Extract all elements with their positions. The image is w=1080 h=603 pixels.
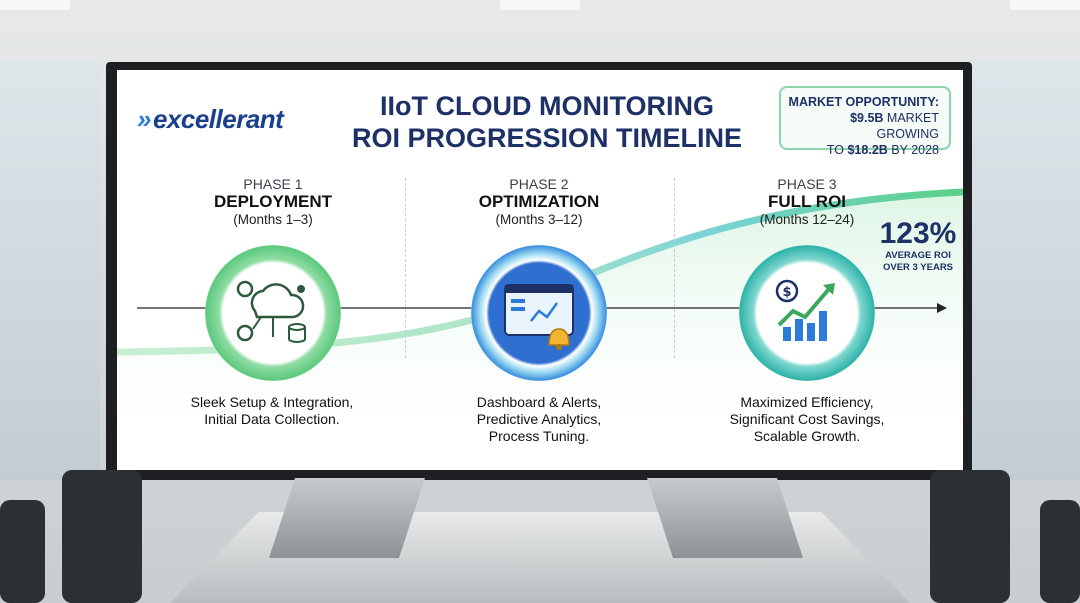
phase-number: PHASE 3 bbox=[777, 176, 837, 192]
ceiling-light bbox=[1010, 0, 1080, 10]
phase-1-circle bbox=[205, 245, 341, 381]
description-line: Initial Data Collection. bbox=[204, 411, 340, 427]
phase-divider bbox=[674, 178, 675, 358]
dashboard-bell-icon bbox=[504, 284, 574, 350]
description-line: Process Tuning. bbox=[488, 428, 590, 444]
window-left bbox=[0, 60, 100, 480]
phase-name: FULL ROI bbox=[767, 192, 847, 211]
phase-3-circle: $ bbox=[739, 245, 875, 381]
office-chair bbox=[0, 500, 45, 603]
chevrons-icon: » bbox=[137, 104, 151, 134]
svg-text:$: $ bbox=[782, 285, 791, 300]
ceiling-light bbox=[500, 0, 580, 10]
phase-2-circle bbox=[471, 245, 607, 381]
phase-months: (Months 12–24) bbox=[759, 212, 855, 227]
phase-3-description: Maximized Efficiency, Significant Cost S… bbox=[692, 394, 922, 445]
title-line-2: ROI PROGRESSION TIMELINE bbox=[351, 123, 743, 153]
market-opportunity-box: MARKET OPPORTUNITY: $9.5B MARKET GROWING… bbox=[779, 86, 951, 157]
phase-2-header: PHASE 2 OPTIMIZATION (Months 3–12) bbox=[439, 176, 639, 227]
dollar-growth-chart-icon: $ bbox=[775, 279, 835, 341]
slide-title: IIoT CLOUD MONITORING ROI PROGRESSION TI… bbox=[317, 90, 777, 154]
market-value-current: $9.5B bbox=[850, 111, 884, 125]
roi-value: 123% bbox=[879, 217, 957, 250]
phase-months: (Months 3–12) bbox=[495, 212, 583, 227]
phase-name: DEPLOYMENT bbox=[213, 192, 333, 211]
window-right bbox=[970, 60, 1080, 480]
title-line-1: IIoT CLOUD MONITORING bbox=[380, 91, 714, 121]
phase-3-header: PHASE 3 FULL ROI (Months 12–24) bbox=[707, 176, 907, 227]
description-line: Sleek Setup & Integration, bbox=[190, 394, 354, 410]
description-line: Predictive Analytics, bbox=[476, 411, 602, 427]
roi-callout: 123% AVERAGE ROI OVER 3 YEARS bbox=[875, 218, 961, 274]
market-text: TO bbox=[826, 143, 848, 157]
phase-1-description: Sleek Setup & Integration, Initial Data … bbox=[157, 394, 387, 428]
office-chair bbox=[62, 470, 142, 603]
description-line: Scalable Growth. bbox=[753, 428, 861, 444]
office-chair bbox=[1040, 500, 1080, 603]
roi-label: AVERAGE ROI bbox=[885, 250, 951, 261]
laptop bbox=[269, 478, 425, 558]
phase-months: (Months 1–3) bbox=[233, 212, 313, 227]
phase-name: OPTIMIZATION bbox=[478, 192, 600, 211]
cloud-gears-database-icon bbox=[236, 280, 306, 343]
phase-divider bbox=[405, 178, 406, 358]
roi-label: OVER 3 YEARS bbox=[882, 262, 954, 273]
market-label: MARKET OPPORTUNITY: bbox=[788, 95, 939, 109]
phase-number: PHASE 1 bbox=[243, 176, 303, 192]
market-value-future: $18.2B bbox=[847, 143, 888, 157]
phase-2-description: Dashboard & Alerts, Predictive Analytics… bbox=[424, 394, 654, 445]
market-text: MARKET GROWING bbox=[876, 111, 940, 141]
laptop bbox=[647, 478, 803, 558]
market-text: BY 2028 bbox=[887, 143, 939, 157]
description-line: Significant Cost Savings, bbox=[729, 411, 885, 427]
excellerant-logo: »excellerant bbox=[137, 104, 284, 134]
phase-1-header: PHASE 1 DEPLOYMENT (Months 1–3) bbox=[173, 176, 373, 227]
phase-number: PHASE 2 bbox=[509, 176, 569, 192]
presentation-slide: »excellerant IIoT CLOUD MONITORING ROI P… bbox=[117, 70, 963, 470]
description-line: Maximized Efficiency, bbox=[740, 394, 874, 410]
office-chair bbox=[930, 470, 1010, 603]
description-line: Dashboard & Alerts, bbox=[476, 394, 602, 410]
ceiling-light bbox=[0, 0, 70, 10]
